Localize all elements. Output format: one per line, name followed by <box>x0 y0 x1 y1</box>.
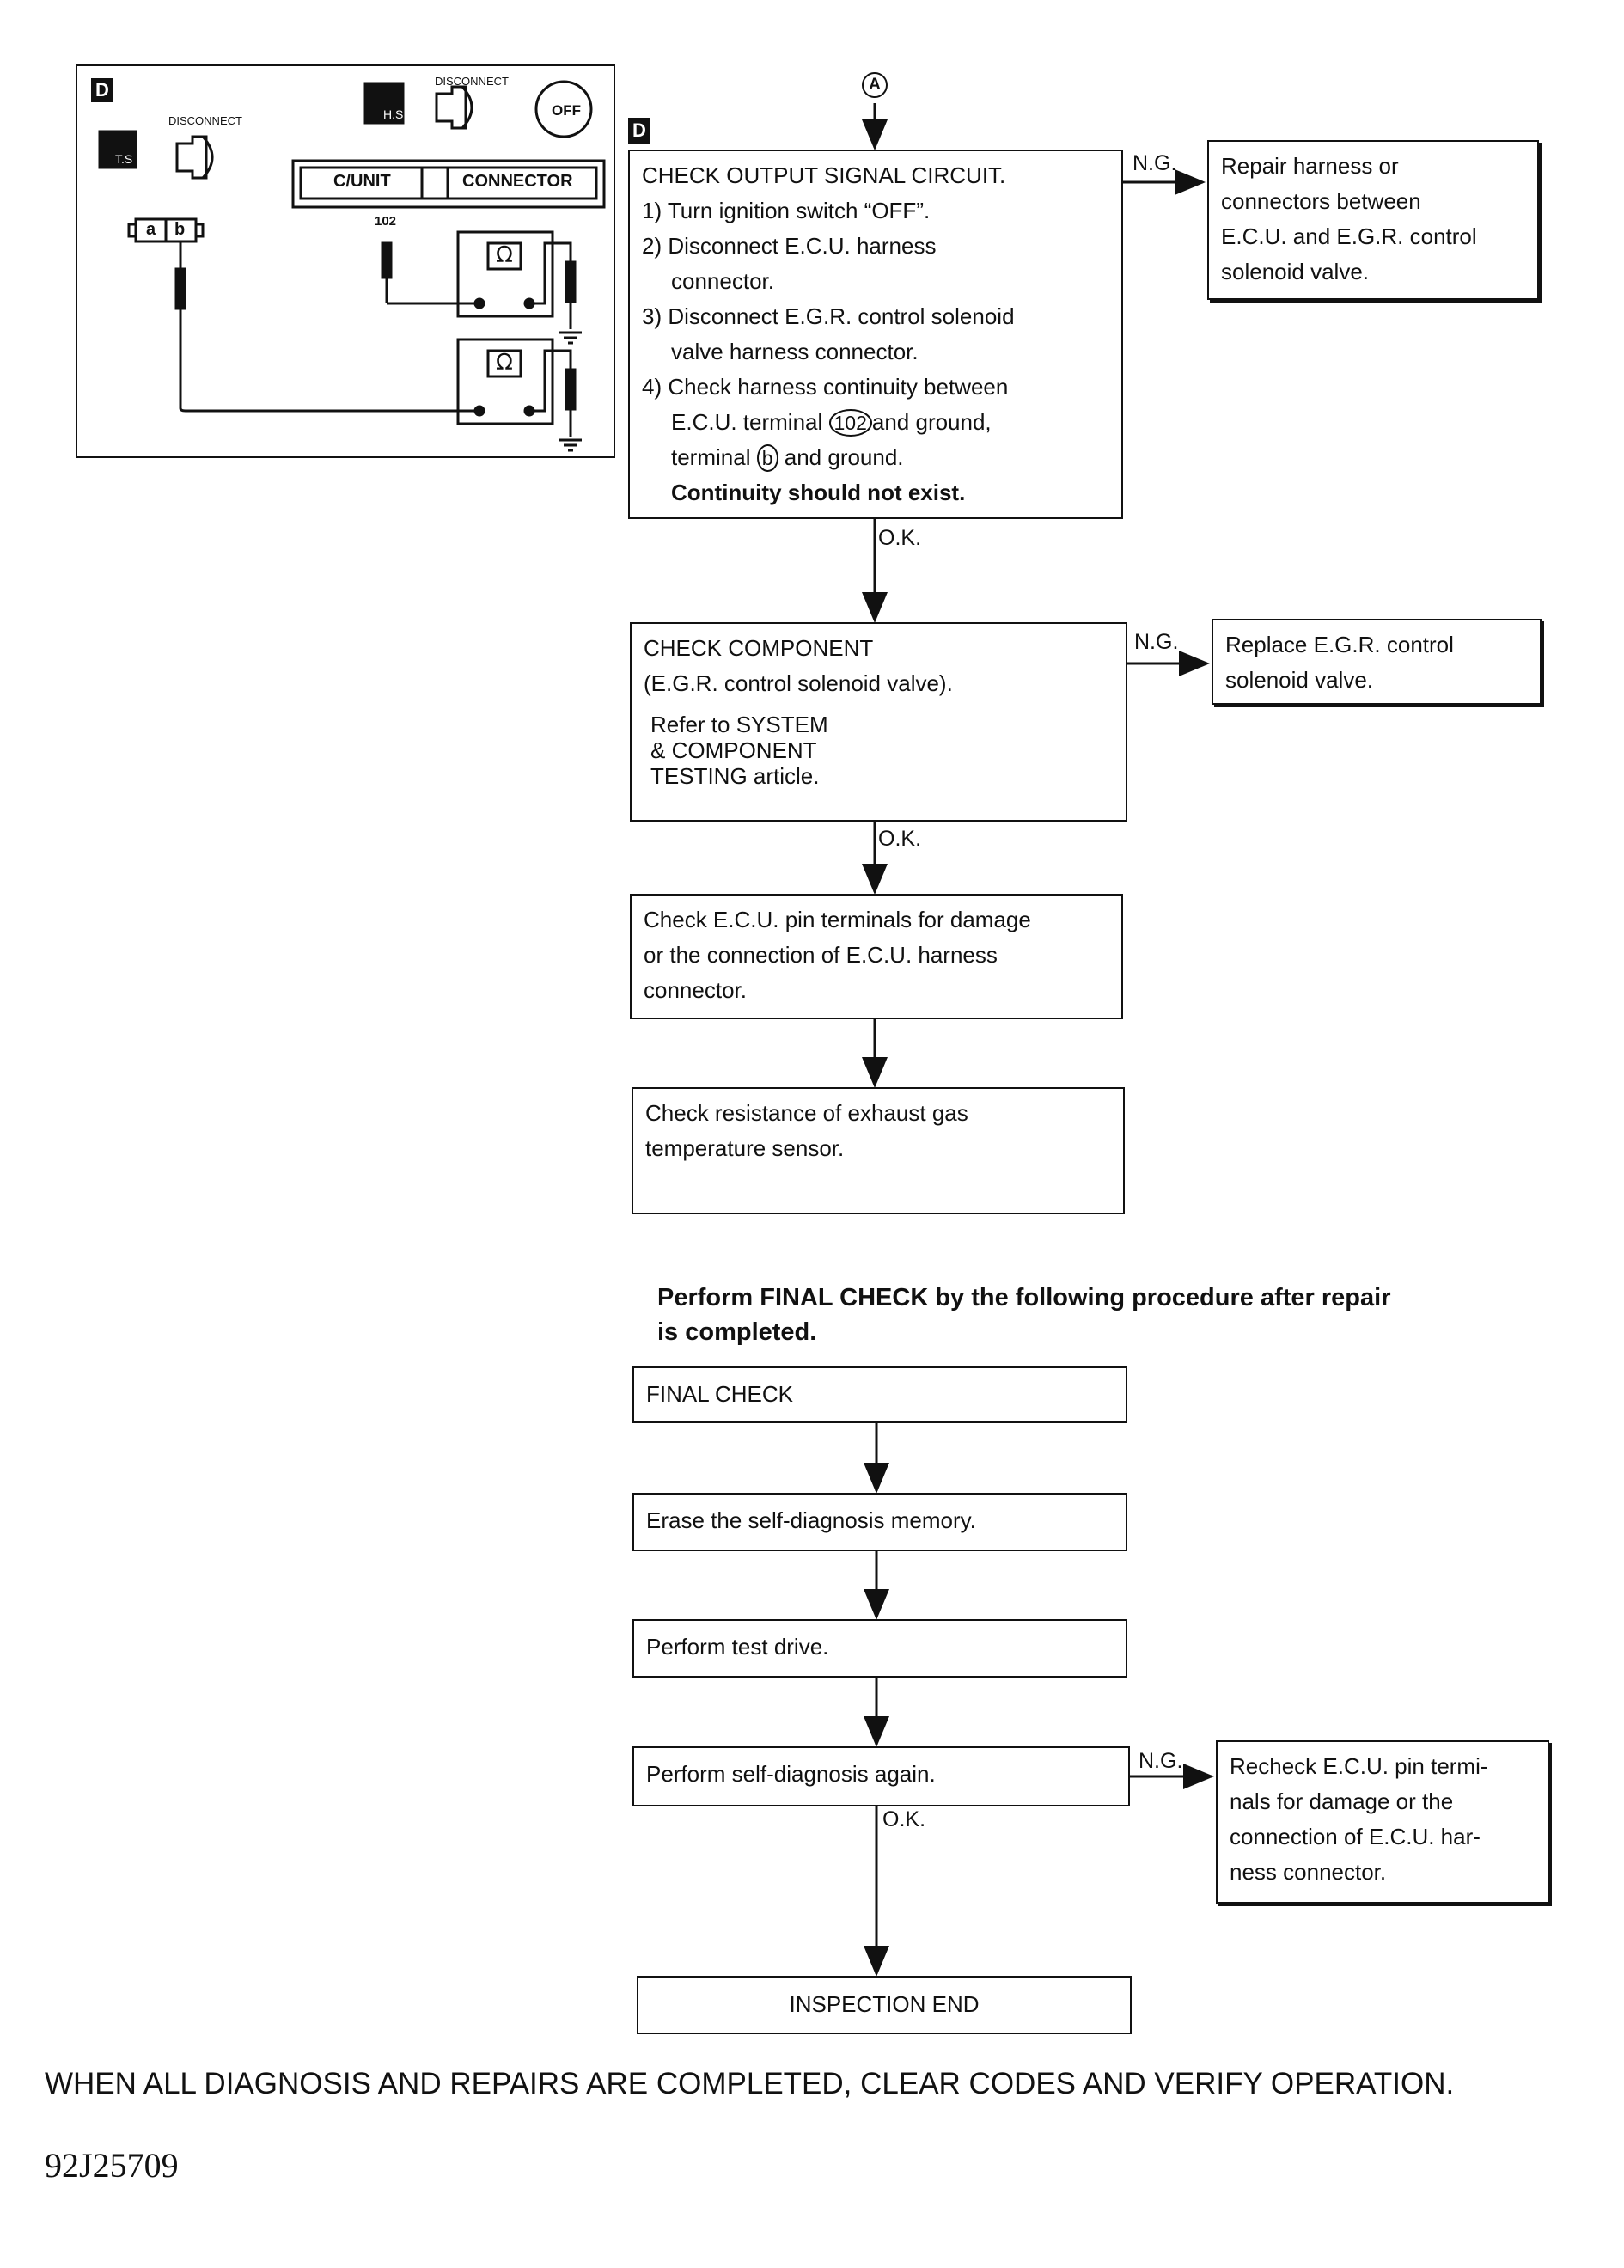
hs-label: H.S <box>383 107 404 121</box>
repair-line-2: connectors between <box>1221 188 1421 214</box>
terminal-102-badge: 102 <box>828 409 872 437</box>
ts-sensor-icon <box>98 130 137 169</box>
replace-valve-box: Replace E.G.R. control solenoid valve. <box>1212 619 1542 705</box>
check-output-title: CHECK OUTPUT SIGNAL CIRCUIT. <box>642 162 1006 188</box>
connector-label: CONNECTOR <box>462 172 573 191</box>
ok-label-1: O.K. <box>878 526 922 550</box>
test-illustration: D <box>76 64 615 458</box>
ok-label-3: O.K. <box>882 1807 926 1831</box>
step-3: 3) Disconnect E.G.R. control solenoid <box>642 303 1015 329</box>
step-2: 2) Disconnect E.C.U. harness <box>642 233 937 259</box>
replace-line-2: solenoid valve. <box>1225 667 1373 693</box>
pin-a-label: a <box>146 220 156 239</box>
footer-note: WHEN ALL DIAGNOSIS AND REPAIRS ARE COMPL… <box>45 2067 1455 2100</box>
resistance-line-1: Check resistance of exhaust gas <box>645 1100 968 1126</box>
ground-icon <box>559 331 582 345</box>
ng-label-1: N.G. <box>1133 151 1177 175</box>
repair-line-3: E.C.U. and E.G.R. control <box>1221 223 1477 249</box>
terminal-b-badge: b <box>756 444 778 472</box>
pins-line-1: Check E.C.U. pin terminals for damage <box>644 907 1031 932</box>
pins-line-3: connector. <box>644 977 747 1003</box>
test-drive-label: Perform test drive. <box>646 1634 829 1660</box>
erase-label: Erase the self-diagnosis memory. <box>646 1507 976 1533</box>
inspection-end-label: INSPECTION END <box>789 1991 980 2017</box>
pins-line-2: or the connection of E.C.U. harness <box>644 942 998 968</box>
disconnect-plug-icon <box>175 135 208 180</box>
check-output-signal-box: CHECK OUTPUT SIGNAL CIRCUIT. 1) Turn ign… <box>628 150 1123 519</box>
resistance-line-2: temperature sensor. <box>645 1135 845 1161</box>
step-1: 1) Turn ignition switch “OFF”. <box>642 198 931 223</box>
recheck-line-1: Recheck E.C.U. pin termi- <box>1230 1753 1488 1779</box>
final-check-label: FINAL CHECK <box>646 1381 793 1407</box>
final-check-heading: Perform FINAL CHECK by the following pro… <box>657 1281 1390 1349</box>
replace-line-1: Replace E.G.R. control <box>1225 632 1454 657</box>
disconnect-plug-icon <box>435 85 467 130</box>
check-component-box: CHECK COMPONENT (E.G.R. control solenoid… <box>630 622 1127 822</box>
pin-102-label: 102 <box>375 214 397 229</box>
test-drive-box: Perform test drive. <box>632 1619 1127 1678</box>
pin-b-label: b <box>174 220 186 239</box>
ohm-symbol-1: Ω <box>496 242 513 268</box>
component-ref-2: & COMPONENT <box>650 737 817 763</box>
recheck-line-2: nals for damage or the <box>1230 1788 1454 1814</box>
recheck-box: Recheck E.C.U. pin termi- nals for damag… <box>1216 1740 1549 1904</box>
hs-sensor-icon <box>363 82 405 125</box>
repair-harness-box: Repair harness or connectors between E.C… <box>1207 140 1539 300</box>
inspection-end-box: INSPECTION END <box>637 1976 1132 2034</box>
ignition-key-icon <box>534 80 593 138</box>
ohm-symbol-2: Ω <box>496 350 513 376</box>
recheck-line-4: ness connector. <box>1230 1859 1387 1885</box>
ng-label-2: N.G. <box>1134 630 1179 654</box>
flow-marker-d: D <box>628 118 650 144</box>
self-diagnosis-box: Perform self-diagnosis again. <box>632 1746 1130 1806</box>
check-pins-box: Check E.C.U. pin terminals for damage or… <box>630 894 1123 1019</box>
key-off-label: OFF <box>552 102 581 119</box>
final-heading-line-2: is completed. <box>657 1318 817 1346</box>
disconnect-label-right: DISCONNECT <box>435 75 509 88</box>
step-2-cont: connector. <box>671 268 774 294</box>
step-4-terminal-b: terminal b and ground. <box>671 444 904 472</box>
component-subtitle: (E.G.R. control solenoid valve). <box>644 670 953 696</box>
repair-line-4: solenoid valve. <box>1221 259 1369 284</box>
ground-icon <box>559 438 582 452</box>
final-heading-line-1: Perform FINAL CHECK by the following pro… <box>657 1284 1391 1311</box>
component-ref-3: TESTING article. <box>650 763 820 789</box>
component-title: CHECK COMPONENT <box>644 635 874 661</box>
illustration-marker: D <box>91 78 113 102</box>
final-check-box: FINAL CHECK <box>632 1366 1127 1423</box>
continuity-note: Continuity should not exist. <box>671 480 966 505</box>
step-4: 4) Check harness continuity between <box>642 374 1009 400</box>
self-diag-label: Perform self-diagnosis again. <box>646 1761 936 1787</box>
ts-label: T.S <box>115 152 133 166</box>
step-3-cont: valve harness connector. <box>671 339 919 364</box>
component-ref-1: Refer to SYSTEM <box>650 712 828 737</box>
check-resistance-box: Check resistance of exhaust gas temperat… <box>632 1087 1125 1214</box>
connector-a: A <box>862 72 888 98</box>
wiring-drawing <box>98 80 606 452</box>
figure-id: 92J25709 <box>45 2146 179 2185</box>
repair-line-1: Repair harness or <box>1221 153 1399 179</box>
recheck-line-3: connection of E.C.U. har- <box>1230 1824 1481 1849</box>
ok-label-2: O.K. <box>878 827 922 851</box>
erase-memory-box: Erase the self-diagnosis memory. <box>632 1493 1127 1551</box>
disconnect-label-left: DISCONNECT <box>168 114 242 127</box>
ng-label-3: N.G. <box>1139 1749 1183 1773</box>
cunit-label: C/UNIT <box>333 172 391 191</box>
